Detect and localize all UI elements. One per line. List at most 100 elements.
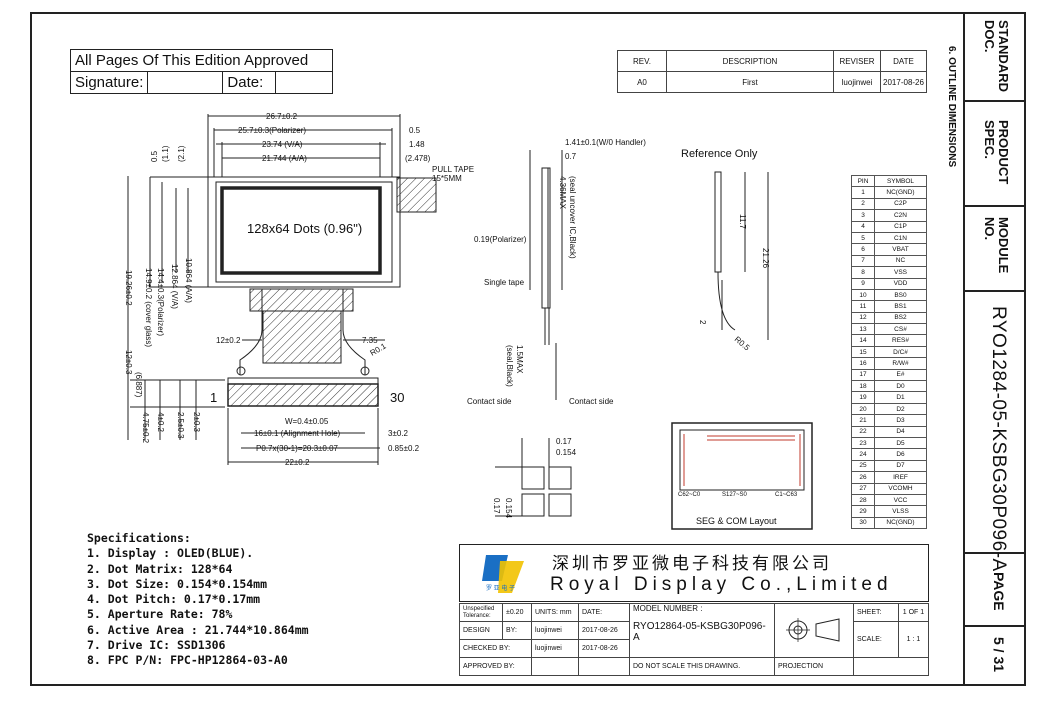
pin-symbol: VDD [874,277,927,290]
pull-tape-size: 15*5MM [432,174,462,183]
dot-cell-4 [548,493,572,517]
standard-doc-cell: STANDARD DOC. [965,12,1026,102]
logo-subtitle: 罗 亚 电 子 [486,586,516,592]
dim-bottom-2: W=0.4±0.05 [285,417,329,426]
pin-number: 29 [851,505,875,518]
pin-symbol: D0 [874,380,927,393]
spec-item: 3. Dot Size: 0.154*0.154mm [87,576,268,591]
design-by-label: BY: [502,621,532,640]
pin-symbol: IREF [874,471,927,484]
pin-symbol: VCOMH [874,482,927,495]
pin-number: 24 [851,448,875,461]
pin-number: 3 [851,209,875,222]
checker-name: luojinwei [531,639,579,658]
pin-number: 12 [851,311,875,325]
dim-bottom-7: 22±0.2 [285,458,310,467]
alignment-hole-left [236,366,246,376]
tolerance-label: Unspecified Tolerance: [459,603,503,622]
no-scale-note: DO NOT SCALE THIS DRAWING. [629,657,775,676]
seg-com-panel [679,429,805,491]
pin-symbol: E# [874,368,927,382]
dim-left-1: (1.1) [161,145,170,162]
pin-number: 6 [851,243,875,256]
pin-number: 14 [851,334,875,347]
dim-07: 0.7 [565,152,577,161]
reference-side-panel [714,171,722,273]
sheet-label: SHEET: [852,603,899,622]
model-number-label: MODEL NUMBER : [633,604,703,613]
pin-symbol: R/W# [874,357,927,370]
model-number-vertical: RYO1284-05-KSBG30P096-A [988,306,1009,572]
dot-dim-1: 0.154 [556,448,577,457]
designer-name: luojinwei [531,621,579,640]
dim-left-0: 0.5 [150,150,159,162]
pin-symbol: NC [874,254,927,268]
pull-tape [396,177,437,213]
pin-symbol: C1P [874,220,927,233]
dim-top-right-0: 0.5 [409,126,421,135]
spec-item: 5. Aperture Rate: 78% [87,607,233,622]
pin-symbol: D4 [874,425,927,439]
date-field [275,71,333,94]
pin-number: 25 [851,459,875,473]
date-label: Date: [222,71,277,94]
approved-empty-3 [852,657,930,676]
pin-number: 22 [851,425,875,439]
spec-item: 2. Dot Matrix: 128*64 [87,561,233,576]
company-logo [482,555,524,593]
dim-bottom-0: 12±0.2 [216,336,241,345]
dot-cell-2 [548,466,572,490]
page-label: PAGE [991,572,1007,611]
pin-symbol: VBAT [874,243,927,256]
side-view-panel [541,167,551,309]
approved-empty-1 [531,657,579,676]
module-no-cell: MODULE NO. [965,207,1026,292]
pin-number: 11 [851,300,875,313]
dim-left-6: 14.9±0.2 (cover glass) [144,268,153,347]
pin-number: 5 [851,231,875,245]
dim-left-low-2: 4.75±0.2 [141,412,150,444]
spec-item: 6. Active Area : 21.744*10.864mm [87,622,309,637]
dim-left-low-5: 2±0.3 [192,412,201,433]
pin-number: 2 [851,197,875,211]
dim-bottom-6: 0.85±0.2 [388,444,420,453]
outline-drawing: 128x64 Dots (0.96") PULL TAPE 15*5MM 1 3… [124,112,813,530]
module-no-label: MODULE NO. [982,217,1011,274]
model-number-cell: MODEL NUMBER : RYO12864-05-KSBG30P096-A [629,603,775,658]
product-spec-cell: PRODUCT SPEC. [965,102,1026,207]
spec-title: Specifications: [87,531,191,545]
approved-label: APPROVED BY: [459,657,532,676]
dot-cell-1 [521,466,545,490]
polarizer-label: 0.19(Polarizer) [474,235,527,244]
fpc-tail-hatch [262,310,342,364]
pin-number: 16 [851,357,875,370]
pin-number: 13 [851,323,875,336]
sheet-value: 1 OF 1 [897,603,930,622]
contact-side-right: Contact side [569,397,614,406]
product-spec-label: PRODUCT SPEC. [982,120,1011,185]
description-value: First [666,71,834,93]
approval-box: All Pages Of This Edition Approved Signa… [69,49,333,94]
spec-item: 1. Display : OLED(BLUE). [87,546,254,561]
pin-number: 23 [851,436,875,450]
ref-dim-3: R0.5 [733,335,752,353]
pin-symbol: NC(GND) [874,186,927,199]
seg-com-box [671,422,813,530]
symbol-header: SYMBOL [874,174,927,188]
projection-symbol [773,603,854,658]
ref-dim-1: 21.26 [761,248,770,269]
date-header-label: DATE: [578,603,630,622]
drawing-frame [30,12,1026,686]
